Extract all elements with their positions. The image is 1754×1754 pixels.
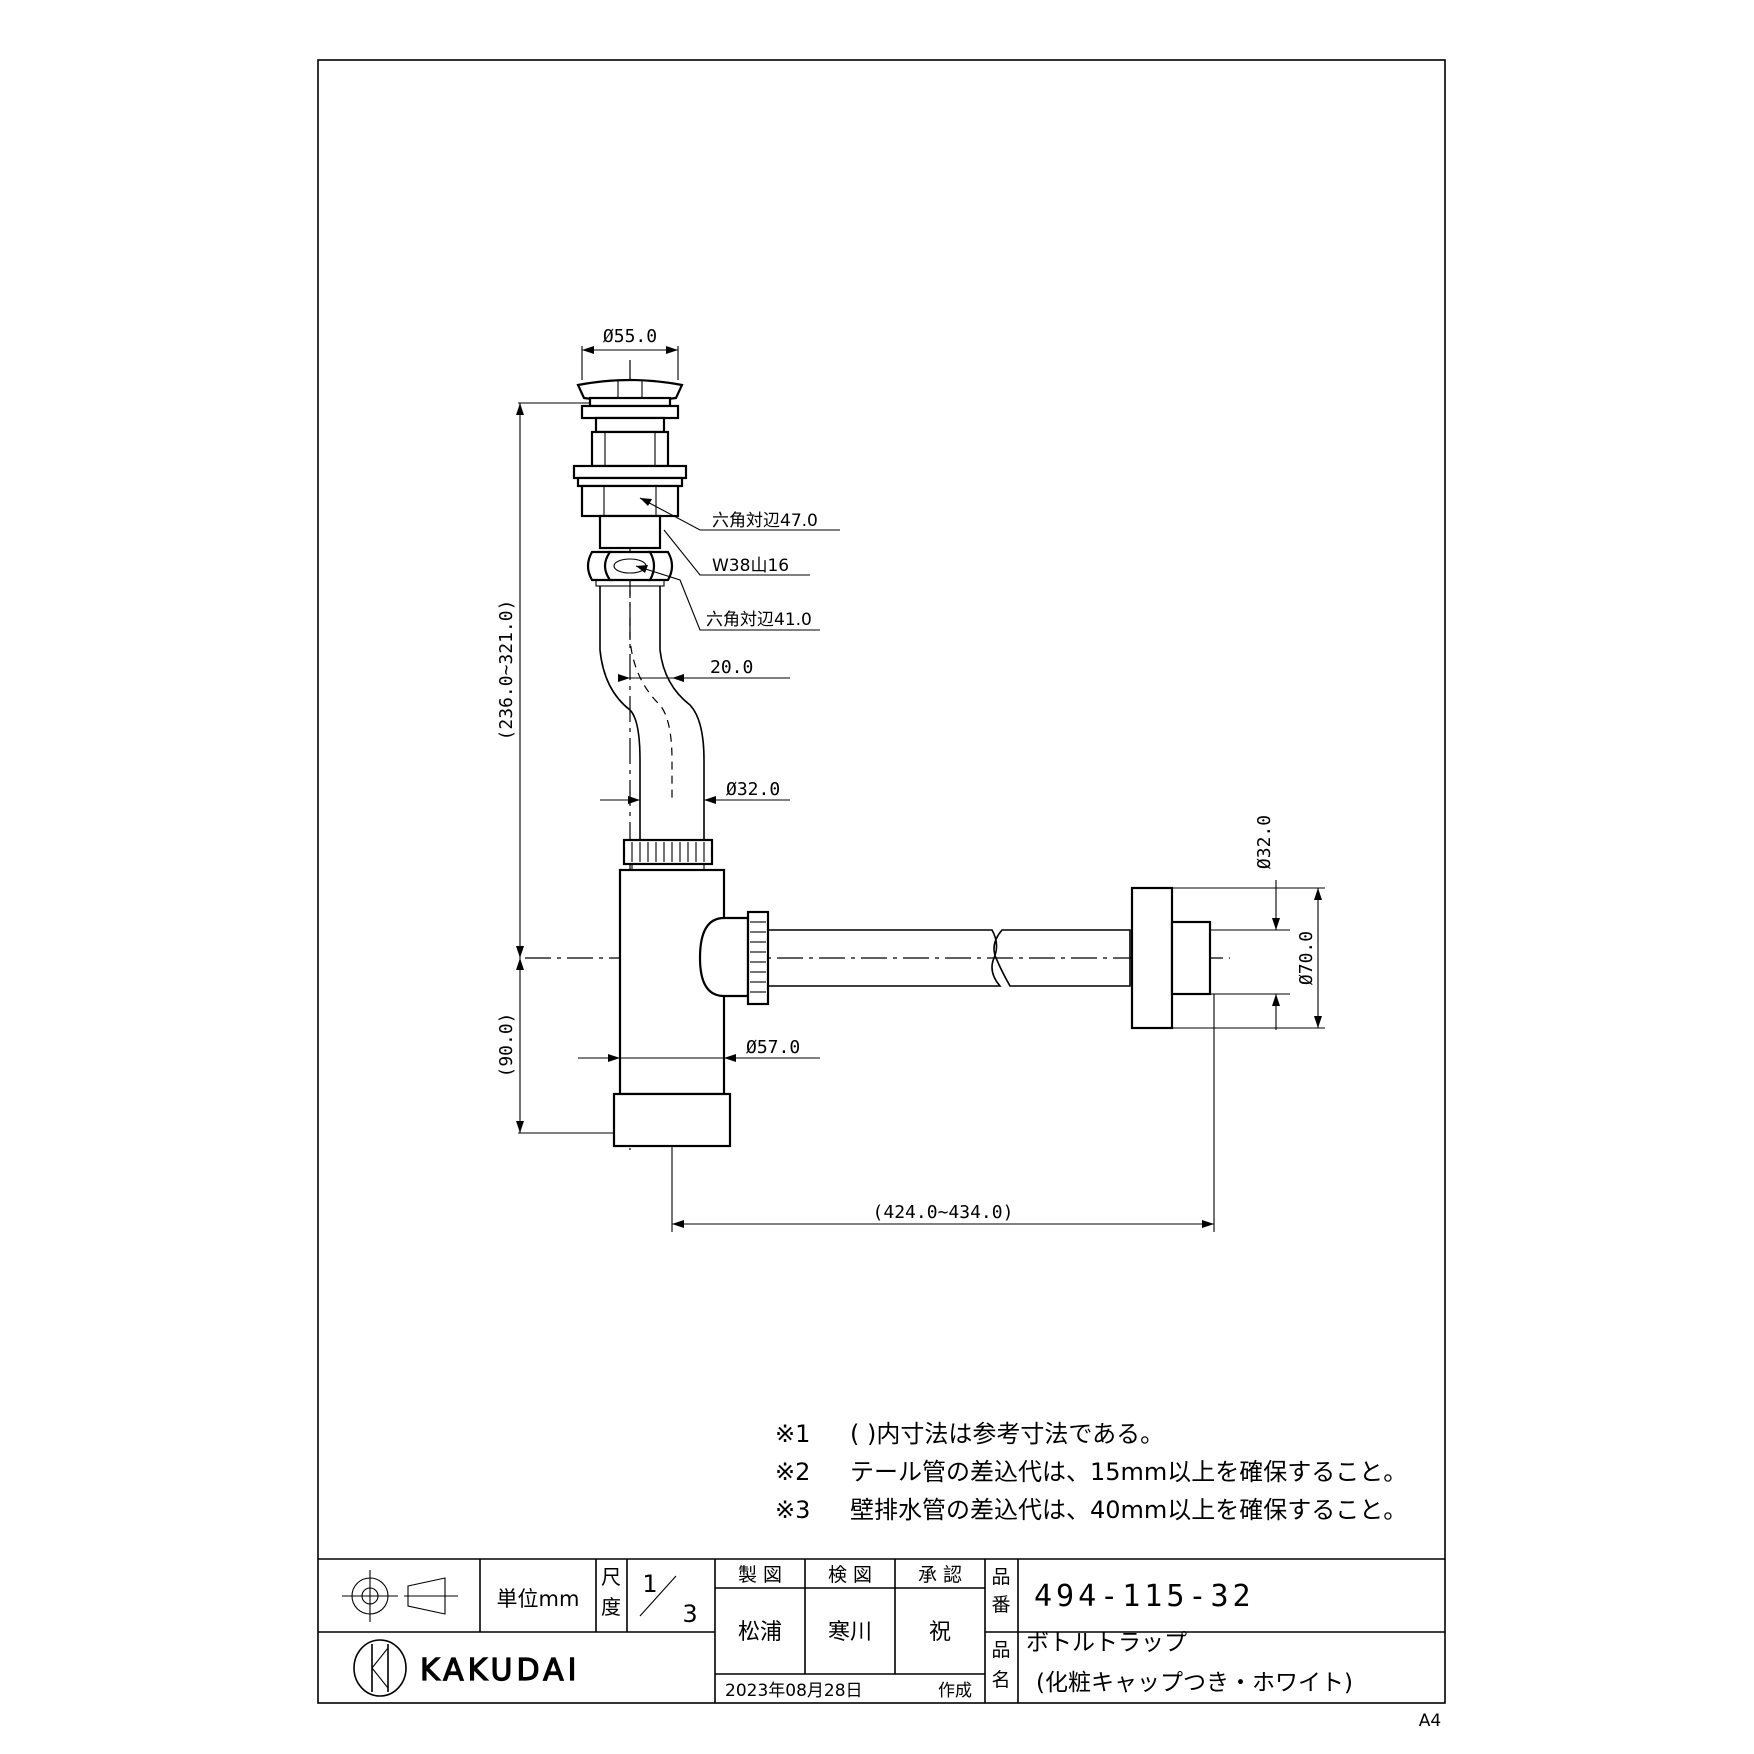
side-outlet — [698, 916, 750, 998]
part-no-label-1: 品 — [991, 1566, 1010, 1588]
dim-length-range: (424.0~434.0) — [873, 1202, 1014, 1223]
cap-ring — [588, 396, 672, 408]
note-3-mark: ※3 — [775, 1496, 810, 1524]
col-drawn: 製 図 — [738, 1564, 782, 1586]
leader-hex41 — [635, 565, 820, 631]
tail-pipe-right — [659, 586, 705, 840]
note-1-text: ( )内寸法は参考寸法である。 — [850, 1420, 1164, 1448]
product-subtitle: (化粧キャップつき・ホワイト) — [1036, 1670, 1353, 1696]
leader-hex47 — [639, 497, 840, 531]
product-name: ボトルトラップ — [1026, 1630, 1187, 1656]
scale-denominator: 3 — [682, 1600, 697, 1628]
col-checked: 検 図 — [828, 1564, 872, 1586]
name-label-2: 名 — [991, 1669, 1010, 1691]
dim-height-range: (236.0~321.0) — [496, 600, 517, 741]
unit-label: 単位mm — [497, 1587, 580, 1611]
leader-thread — [663, 529, 810, 576]
bottle-trap-drawing — [525, 360, 1230, 1150]
drawn-by: 松浦 — [738, 1620, 782, 1645]
created-label: 作成 — [938, 1681, 972, 1701]
dim-hex41: 六角対辺41.0 — [706, 610, 812, 630]
part-no-label-2: 番 — [991, 1594, 1010, 1616]
note-1-mark: ※1 — [775, 1420, 810, 1448]
dimension-lines — [516, 346, 1325, 1232]
dim-body-diameter: Ø57.0 — [746, 1037, 800, 1058]
dim-thread: W38山16 — [712, 556, 789, 576]
tail-pipe-left — [599, 586, 641, 840]
third-angle-projection-icon — [342, 1570, 458, 1622]
washer — [572, 464, 688, 480]
knurled-nut — [622, 838, 714, 866]
outlet-nut — [746, 910, 770, 1006]
col-approved: 承 認 — [918, 1564, 962, 1586]
paper-size: A4 — [1419, 1711, 1441, 1731]
wall-pipe-left — [768, 929, 1002, 987]
dim-flange-diameter: Ø70.0 — [1296, 931, 1317, 985]
note-2-mark: ※2 — [775, 1458, 810, 1486]
kakudai-logo-icon — [353, 1639, 407, 1697]
dim-wall-pipe-diameter: Ø32.0 — [1254, 815, 1275, 869]
flange-collar — [1170, 920, 1212, 996]
approved-by: 祝 — [929, 1620, 951, 1645]
sheet-border — [317, 59, 1446, 1704]
thread-section — [598, 514, 662, 550]
wall-flange — [1130, 886, 1174, 1030]
title-block: 単位mm 尺 度 1 3 製 図 検 図 承 認 松浦 寒川 祝 品 番 494… — [318, 1558, 1445, 1731]
name-label-1: 品 — [991, 1639, 1010, 1661]
scale-label-2: 度 — [601, 1595, 621, 1619]
part-number: 494-115-32 — [1034, 1579, 1255, 1614]
bottle-bottom — [612, 1092, 732, 1148]
dim-offset: 20.0 — [710, 657, 753, 678]
note-2-text: テール管の差込代は、15mm以上を確保すること。 — [850, 1458, 1407, 1486]
dim-cap-diameter: Ø55.0 — [603, 326, 657, 347]
dim-tail-diameter: Ø32.0 — [726, 779, 780, 800]
wall-pipe-right — [993, 929, 1131, 987]
scale-label-1: 尺 — [601, 1565, 621, 1589]
notes: ※1 ( )内寸法は参考寸法である。 ※2 テール管の差込代は、15mm以上を確… — [775, 1420, 1407, 1524]
dimension-labels: Ø55.0 六角対辺47.0 W38山16 六角対辺41.0 20.0 Ø32.… — [496, 326, 1317, 1223]
dim-height-lower: (90.0) — [496, 1012, 517, 1077]
date: 2023年08月28日 — [725, 1681, 863, 1701]
hex-nut-47 — [580, 484, 680, 518]
cap-flange — [580, 404, 680, 420]
brand-name: KAKUDAI — [420, 1653, 580, 1688]
checked-by: 寒川 — [828, 1620, 872, 1645]
cap-collar — [594, 416, 666, 434]
dim-hex47: 六角対辺47.0 — [712, 511, 818, 531]
note-3-text: 壁排水管の差込代は、40mm以上を確保すること。 — [850, 1496, 1407, 1524]
scale-numerator: 1 — [642, 1570, 657, 1598]
drain-body — [590, 430, 670, 468]
